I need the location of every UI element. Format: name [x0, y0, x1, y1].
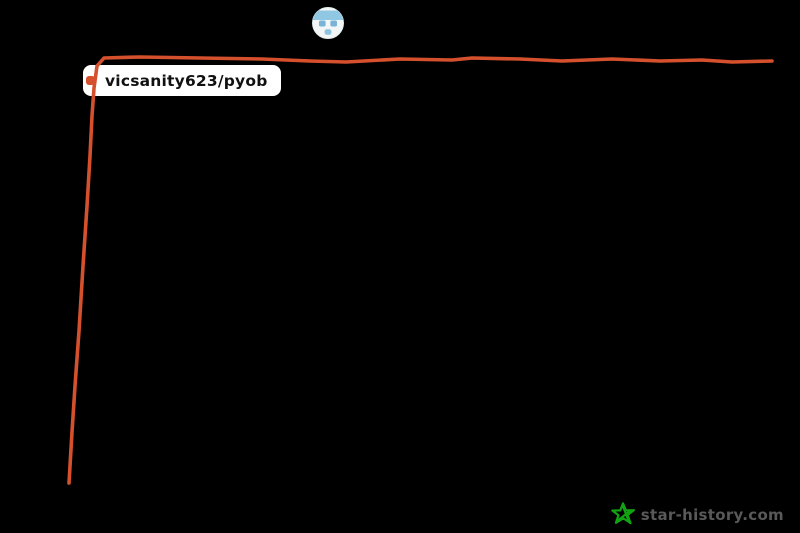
watermark: star-history.com — [610, 501, 784, 528]
emoji-face-edge — [311, 6, 345, 40]
robot-face-emoji — [311, 6, 345, 40]
emoji-right-eye — [330, 20, 337, 27]
emoji-left-eye — [319, 20, 326, 27]
legend-chip: vicsanity623/pyob — [83, 65, 281, 96]
series-line-vicsanity623-pyob — [67, 55, 774, 485]
watermark-text: star-history.com — [640, 505, 784, 524]
emoji-mouth — [324, 29, 332, 35]
legend-color-dot — [86, 76, 95, 85]
legend-label: vicsanity623/pyob — [105, 71, 268, 90]
emoji-band — [312, 10, 344, 20]
star-icon — [611, 502, 635, 525]
